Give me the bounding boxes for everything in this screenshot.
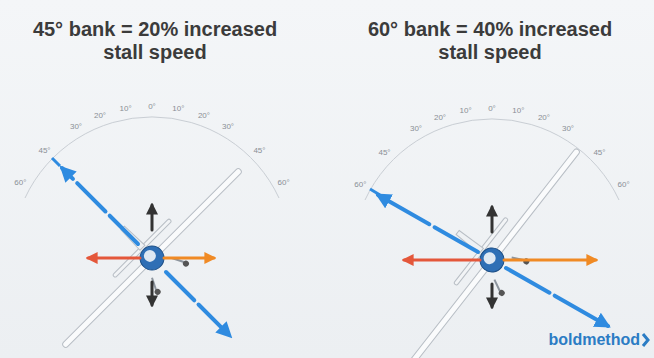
- bank-angle-label: 45°: [38, 146, 50, 155]
- bank-angle-label: 30°: [222, 122, 234, 131]
- bank-angle-label: 30°: [70, 122, 82, 131]
- bank-angle-label: 10°: [460, 106, 472, 115]
- force-arrows: [62, 168, 230, 336]
- bank-angle-label: 45°: [378, 148, 390, 157]
- brand-mark: [643, 334, 648, 346]
- bank-angle-label: 60°: [278, 178, 290, 187]
- bank-angle-label: 20°: [198, 111, 210, 120]
- bank-angle-label: 45°: [253, 146, 265, 155]
- panel-heading: 45° bank = 20% increased stall speed: [20, 18, 290, 64]
- bank-angle-label: 10°: [172, 104, 184, 113]
- bank-angle-label: 20°: [434, 113, 446, 122]
- bank-scale: [365, 119, 619, 200]
- bank-angle-label: 30°: [562, 124, 574, 133]
- bank-angle-label: 0°: [488, 104, 496, 113]
- bank-angle-label: 10°: [120, 104, 132, 113]
- bank-angle-label: 20°: [538, 113, 550, 122]
- force-arrows: [378, 195, 608, 326]
- bank-angle-label: 10°: [512, 106, 524, 115]
- bank-angle-label: 60°: [618, 180, 630, 189]
- bank-angle-label: 60°: [354, 180, 366, 189]
- bank-scale: [25, 117, 279, 198]
- bank-angle-label: 60°: [14, 178, 26, 187]
- bank-angle-label: 0°: [148, 102, 156, 111]
- bank-angle-label: 20°: [94, 111, 106, 120]
- bank-angle-label: 30°: [410, 124, 422, 133]
- panel-heading: 60° bank = 40% increased stall speed: [355, 18, 625, 64]
- airplane: [34, 140, 262, 358]
- bank-angle-label: 45°: [593, 148, 605, 157]
- airplane: [371, 123, 602, 358]
- watermark: boldmethod: [548, 331, 640, 349]
